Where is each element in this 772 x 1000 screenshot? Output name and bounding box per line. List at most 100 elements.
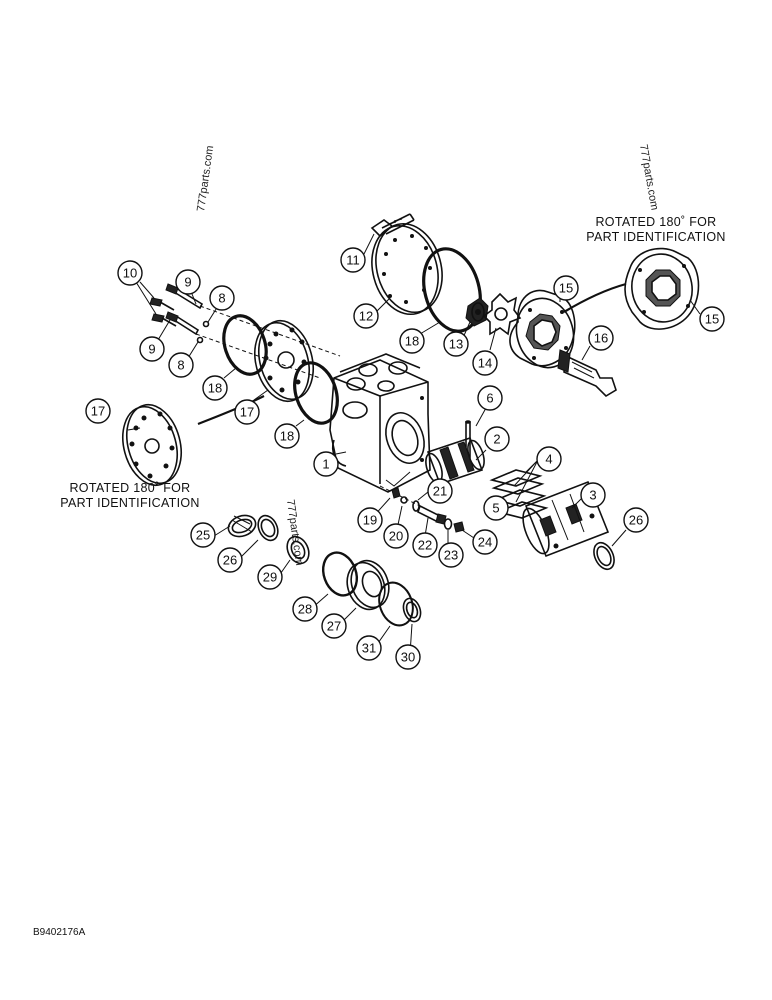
part-21-oring	[412, 500, 420, 512]
part-1-housing	[329, 353, 431, 493]
callout-23: 23	[438, 542, 464, 568]
part-19-ball	[391, 487, 401, 499]
part-18-seal-ring-top	[422, 247, 482, 333]
note-rotated-top: ROTATED 180˚ FOR PART IDENTIFICATION	[586, 215, 726, 244]
svg-text:PART IDENTIFICATION: PART IDENTIFICATION	[586, 230, 726, 244]
svg-text:2: 2	[493, 432, 500, 447]
svg-text:29: 29	[263, 570, 277, 585]
callout-18-top: 18	[399, 328, 425, 354]
svg-text:16: 16	[594, 331, 608, 346]
svg-text:10: 10	[123, 266, 137, 281]
part-20-ball	[400, 496, 408, 504]
part-3-sleeve	[522, 480, 610, 558]
part-14-drive-star	[482, 292, 522, 336]
callout-31: 31	[356, 635, 382, 661]
part-8-ball-bottom	[196, 336, 204, 344]
figure-code: B9402176A	[33, 927, 86, 938]
svg-text:19: 19	[363, 513, 377, 528]
callout-9-bottom: 9	[139, 336, 165, 362]
callout-15-attached: 15	[553, 275, 579, 301]
svg-text:ROTATED 180˚ FOR: ROTATED 180˚ FOR	[69, 481, 190, 495]
callout-14: 14	[472, 350, 498, 376]
svg-text:22: 22	[418, 538, 432, 553]
svg-text:25: 25	[196, 528, 210, 543]
part-26-ring-left	[257, 514, 279, 542]
part-23-oring	[443, 518, 453, 530]
callout-10: 10	[117, 260, 143, 286]
callout-27: 27	[321, 613, 347, 639]
part-24-plug	[453, 521, 465, 533]
part-9-bolts	[165, 283, 204, 336]
alignment-line-lower	[195, 333, 321, 379]
part-30-seal	[402, 597, 422, 623]
svg-text:18: 18	[405, 334, 419, 349]
callout-24: 24	[472, 529, 498, 555]
part-13-spacer	[465, 297, 489, 327]
svg-text:9: 9	[148, 342, 155, 357]
callout-29: 29	[257, 564, 283, 590]
part-18-seal-ring-middle	[293, 361, 339, 425]
callout-28: 28	[292, 596, 318, 622]
reference-line-15	[563, 282, 627, 313]
svg-text:1: 1	[322, 457, 329, 472]
callout-9-top: 9	[175, 269, 201, 295]
svg-text:31: 31	[362, 641, 376, 656]
alignment-line-upper	[199, 305, 341, 357]
callout-2: 2	[484, 426, 510, 452]
part-22-check-seat	[417, 504, 447, 525]
callout-25: 25	[190, 522, 216, 548]
part-27-end-cap	[346, 559, 390, 611]
part-4-centering-springs	[489, 469, 549, 519]
watermark-top-right: 777parts.com	[637, 143, 660, 211]
svg-text:8: 8	[177, 358, 184, 373]
callout-15-rotated: 15	[699, 306, 725, 332]
svg-text:PART IDENTIFICATION: PART IDENTIFICATION	[60, 496, 200, 510]
callout-26-right: 26	[623, 507, 649, 533]
svg-text:11: 11	[346, 253, 360, 268]
callout-8-top: 8	[209, 285, 235, 311]
callout-11: 11	[340, 247, 366, 273]
part-29-seal	[286, 535, 310, 565]
callout-17-rotated: 17	[85, 398, 111, 424]
callout-6: 6	[477, 385, 503, 411]
callout-12: 12	[353, 303, 379, 329]
watermark-top-left: 777parts.com	[195, 145, 216, 213]
callout-22: 22	[412, 532, 438, 558]
callout-18-middle: 18	[274, 423, 300, 449]
callout-5: 5	[483, 495, 509, 521]
svg-text:15: 15	[705, 312, 719, 327]
svg-text:9: 9	[184, 275, 191, 290]
svg-text:26: 26	[223, 553, 237, 568]
svg-text:5: 5	[492, 501, 499, 516]
svg-text:17: 17	[91, 404, 105, 419]
svg-text:23: 23	[444, 548, 458, 563]
svg-text:28: 28	[298, 602, 312, 617]
part-2-spool	[425, 436, 485, 486]
svg-text:20: 20	[389, 529, 403, 544]
part-18-seal-ring-left	[222, 314, 268, 376]
svg-text:27: 27	[327, 619, 341, 634]
svg-text:15: 15	[559, 281, 573, 296]
svg-text:17: 17	[240, 405, 254, 420]
note-rotated-left: ROTATED 180˚ FOR PART IDENTIFICATION	[60, 481, 200, 510]
part-15-gerotor-set	[509, 289, 576, 369]
callout-17: 17	[234, 399, 260, 425]
svg-text:21: 21	[433, 484, 447, 499]
reference-line-17	[197, 395, 265, 426]
callout-16: 16	[588, 325, 614, 351]
callout-1: 1	[313, 451, 339, 477]
callout-26-left: 26	[217, 547, 243, 573]
svg-text:18: 18	[280, 429, 294, 444]
callout-4: 4	[536, 446, 562, 472]
callout-20: 20	[383, 523, 409, 549]
svg-text:18: 18	[208, 381, 222, 396]
part-15-rotated-view	[624, 247, 700, 330]
svg-text:14: 14	[478, 356, 492, 371]
part-11-bolt	[370, 213, 415, 238]
part-8-ball-top	[202, 320, 210, 328]
callout-18-left: 18	[202, 375, 228, 401]
svg-text:ROTATED 180˚ FOR: ROTATED 180˚ FOR	[595, 215, 716, 229]
svg-text:13: 13	[449, 337, 463, 352]
part-10-bolts	[149, 297, 177, 327]
